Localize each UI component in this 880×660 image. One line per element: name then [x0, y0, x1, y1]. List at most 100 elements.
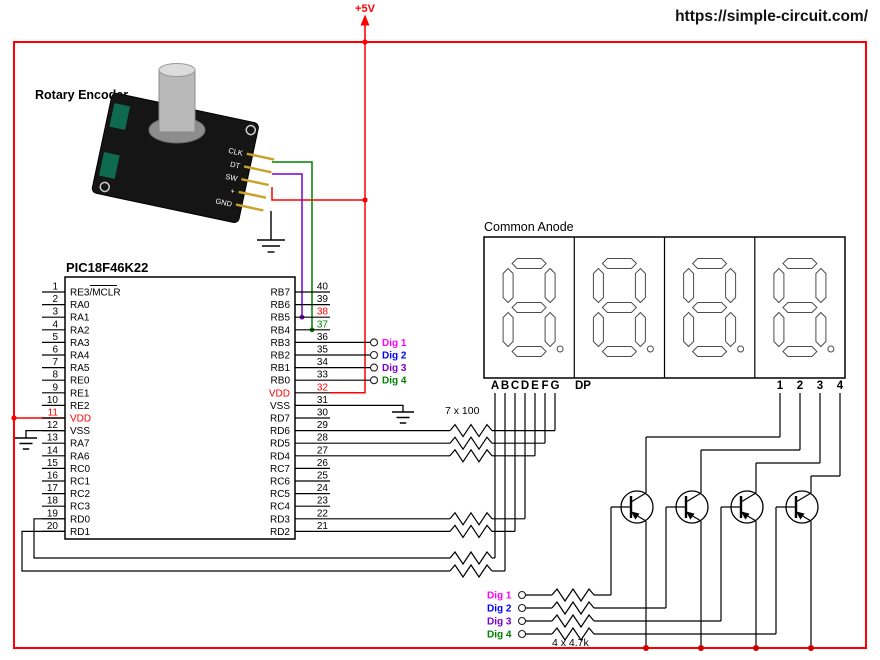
pin-number: 26 [317, 458, 329, 469]
segment [691, 346, 728, 357]
connector-circle [517, 629, 527, 639]
segment [601, 258, 638, 269]
pin-number: 36 [317, 332, 329, 343]
pin-number: 18 [47, 496, 59, 507]
pin-number: 24 [317, 483, 329, 494]
encoder-pin-label-dt: DT [229, 160, 241, 171]
pnp-arrow-icon [741, 511, 750, 520]
pin-name: VSS [70, 426, 90, 437]
encoder-pin-label-gnd: GND [215, 196, 234, 208]
segment [773, 267, 785, 304]
digit-net-label: Dig 3 [487, 617, 512, 628]
junction-dot [11, 415, 17, 421]
seg-label-b: B [501, 380, 509, 392]
segment [773, 311, 785, 348]
pin-number: 13 [47, 433, 59, 444]
digit-pin-3: 3 [817, 380, 823, 392]
segment [683, 311, 695, 348]
segment [511, 302, 547, 313]
segment [782, 258, 818, 269]
digit-net-label: Dig 1 [382, 338, 407, 349]
pin-name: RA6 [70, 451, 90, 462]
pin-name: RA1 [70, 313, 90, 324]
encoder-shaft-top [158, 63, 196, 77]
pin-number: 32 [317, 382, 329, 393]
pin-number: 27 [317, 445, 329, 456]
encoder-pad [109, 103, 131, 130]
supply-label: +5V [355, 3, 376, 15]
decimal-point [827, 345, 835, 353]
segment [502, 267, 514, 304]
mcu-body [64, 276, 296, 540]
connector-circle [369, 363, 379, 372]
pin-name: RA3 [70, 338, 90, 349]
pin-number: 31 [317, 395, 329, 406]
seg-label-c: C [511, 380, 519, 392]
resistor-100 [449, 550, 493, 566]
pin-number: 12 [47, 420, 59, 431]
connector-circle [517, 590, 527, 600]
transistors [611, 393, 841, 651]
pin-name: RB4 [271, 325, 291, 336]
pin-number: 38 [317, 307, 329, 318]
segment [683, 267, 695, 304]
pin-number: 21 [317, 521, 329, 532]
pin-name: RB1 [271, 363, 291, 374]
segment [782, 346, 818, 357]
decimal-point [737, 345, 745, 353]
pin-name: VSS [270, 401, 290, 412]
seg-label-dp: DP [575, 380, 591, 392]
seg-label-g: G [551, 380, 560, 392]
segment [502, 311, 514, 348]
base-resistors-label: 4 x 4.7k [552, 637, 590, 649]
pin-number: 5 [52, 332, 58, 343]
pin-name: RC1 [70, 477, 90, 488]
pin-number: 25 [317, 471, 329, 482]
supply-symbol: +5V [355, 3, 376, 42]
digit-net-label: Dig 1 [487, 591, 512, 602]
digit-net-label: Dig 2 [487, 604, 512, 615]
pin-name: RC6 [270, 477, 290, 488]
pin-number: 10 [47, 395, 59, 406]
pin-name: RC7 [270, 464, 290, 475]
pin-number: 17 [47, 483, 59, 494]
pin-name: RB2 [271, 351, 291, 362]
wire-5v-main [330, 42, 366, 394]
encoder-pin-label-plus: + [229, 186, 236, 196]
pin-name: RC0 [70, 464, 90, 475]
pin-name: RB7 [271, 288, 291, 299]
digit-glyph [683, 258, 745, 357]
resistor-4k7 [551, 626, 595, 642]
pin-number: 14 [47, 445, 59, 456]
resistor-100 [449, 563, 493, 579]
digit-pin-4: 4 [837, 380, 844, 392]
resistor-100 [449, 511, 493, 526]
display-title: Common Anode [484, 220, 574, 234]
pin-number: 39 [317, 294, 329, 305]
segment [544, 267, 556, 304]
junction-dot [808, 645, 814, 651]
wire-5v-encoder [271, 187, 365, 201]
pin-number: 35 [317, 345, 329, 356]
seven-segment-digits [502, 258, 835, 357]
pin-name: RD5 [270, 439, 290, 450]
segment [782, 302, 818, 313]
resistor-100 [449, 436, 493, 451]
mount-hole [245, 124, 257, 136]
junction-dot [643, 645, 649, 651]
digit-glyph [773, 258, 835, 357]
pnp-arrow-icon [796, 511, 805, 520]
segment [601, 346, 638, 357]
wire-rd1 [21, 530, 450, 572]
pin-number: 2 [52, 294, 58, 305]
digit-pin-2: 2 [797, 380, 803, 392]
resistor-4k7 [551, 600, 595, 616]
pin-number: 23 [317, 496, 329, 507]
decimal-point [646, 345, 654, 353]
resistor-100 [449, 448, 493, 463]
mcu-name: PIC18F46K22 [66, 260, 148, 275]
pin-name: RC3 [70, 502, 90, 513]
junction-dot [362, 197, 368, 203]
pin-name: RD2 [270, 527, 290, 538]
segment [511, 346, 547, 357]
